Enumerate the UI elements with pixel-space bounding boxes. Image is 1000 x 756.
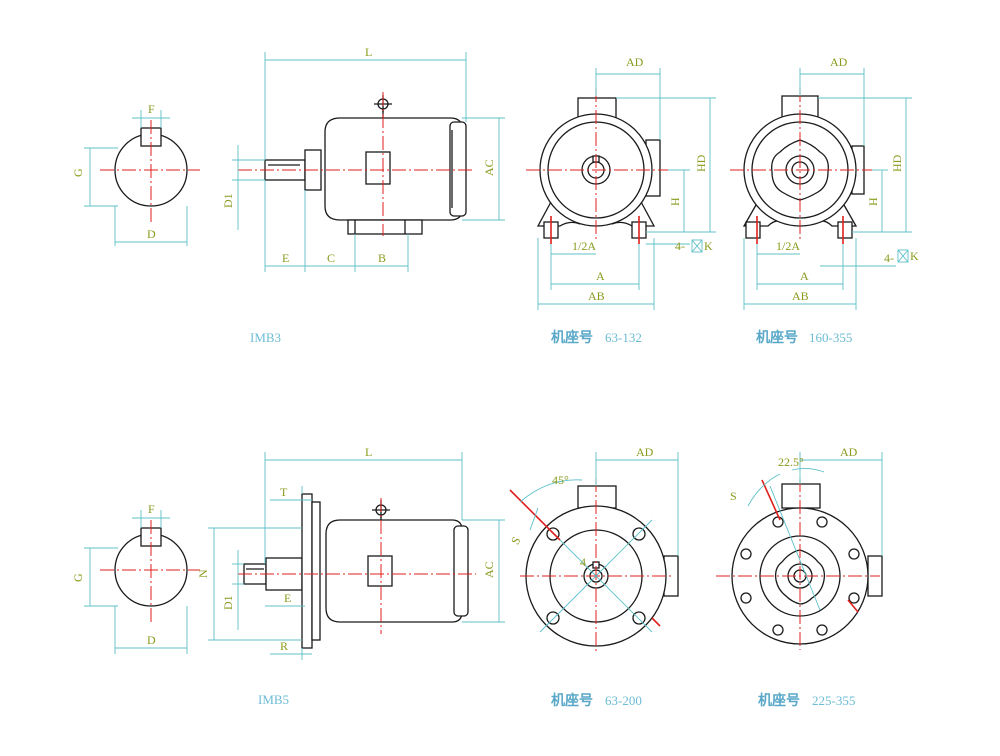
label-ad-2: AD [830,55,848,69]
label-h-1: H [668,197,682,206]
label-a-2: A [800,269,809,283]
label-225: 22.5° [778,455,804,469]
flange-view-225-355: AD 22.5° S [716,445,883,650]
caption-imb5: IMB5 [258,692,289,707]
label-g-b: G [71,573,85,582]
shaft-section-top: F G D [71,102,200,246]
label-l-b: L [365,445,372,459]
side-view-imb3: L AC D1 E C B [221,45,505,272]
label-e: E [282,251,289,265]
label-ab-1: AB [588,289,605,303]
label-ad-1: AD [626,55,644,69]
flange-view-63-200: AD 45° S 4 [508,445,679,652]
label-d: D [147,227,156,241]
label-f: F [148,102,155,116]
label-h-2: H [866,197,880,206]
label-a-1: A [596,269,605,283]
label-45: 45° [552,473,569,487]
label-b: B [378,251,386,265]
label-e-b: E [284,591,291,605]
front-view-160-355: AD HD H 1/2A A AB 4- K [730,55,919,310]
label-g: G [71,168,85,177]
label-ac-b: AC [482,561,496,578]
label-f-b: F [148,502,155,516]
caption-imb3: IMB3 [250,330,281,345]
shaft-section-bottom: F G D [71,502,200,654]
label-ad-3: AD [636,445,654,459]
label-d1: D1 [221,193,235,208]
caption-range-2: 160-355 [809,330,852,345]
caption-range-1: 63-132 [605,330,642,345]
label-n: N [196,569,210,578]
caption-range-3: 63-200 [605,693,642,708]
label-k4-2: 4- [884,251,894,265]
label-d1-b: D1 [221,595,235,610]
label-k-2: K [910,249,919,263]
label-half-a-2: 1/2A [776,239,800,253]
label-ad-4: AD [840,445,858,459]
label-half-a-1: 1/2A [572,239,596,253]
caption-frame-prefix-4: 机座号 [758,692,800,709]
caption-frame-prefix-3: 机座号 [551,692,593,709]
label-d-b: D [147,633,156,647]
label-ac: AC [482,159,496,176]
front-view-63-132: AD HD H 1/2A A AB 4- K [526,55,716,310]
caption-frame-prefix-2: 机座号 [756,329,798,346]
caption-frame-prefix-1: 机座号 [551,329,593,346]
label-s-4: S [730,489,737,503]
label-ab-2: AB [792,289,809,303]
caption-range-4: 225-355 [812,693,855,708]
label-c: C [327,251,335,265]
label-k4-1: 4- [675,239,685,253]
label-four: 4 [580,555,586,569]
label-hd-1: HD [694,154,708,172]
label-hd-2: HD [890,154,904,172]
label-k-1: K [704,239,713,253]
side-view-imb5: L AC N D1 T E R [196,445,505,660]
label-t: T [280,485,288,499]
label-s-3: S [508,534,523,547]
label-r: R [280,639,288,653]
label-l: L [365,45,372,59]
